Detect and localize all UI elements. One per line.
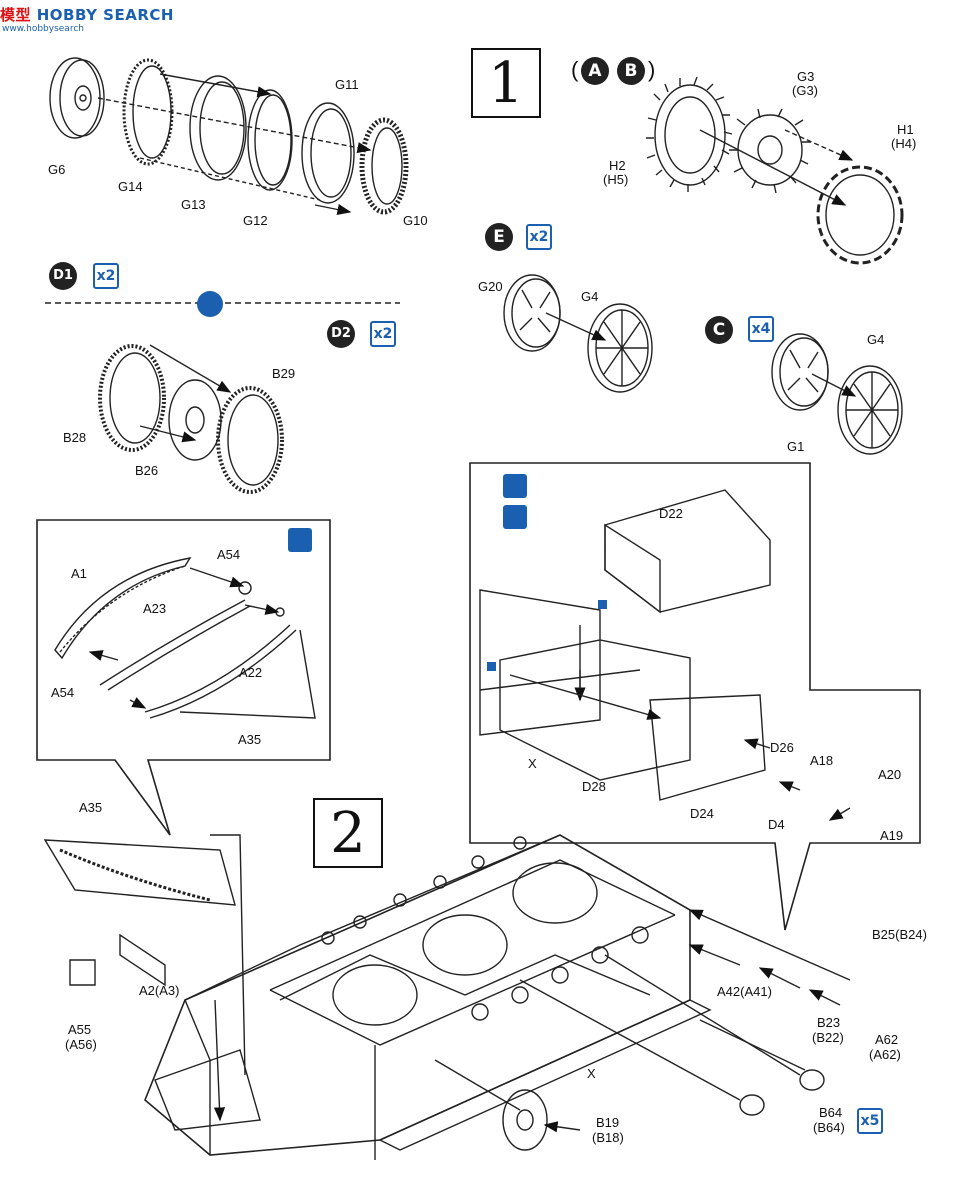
step-number-1: 1 (471, 48, 541, 118)
part-label-g11: G11 (335, 77, 359, 92)
part-label-g13: G13 (181, 197, 206, 212)
part-label-a55: A55 (68, 1022, 92, 1037)
paint-brush-icon (288, 528, 312, 552)
quantity-badge-b64: x5 (857, 1108, 883, 1134)
paren-close: ) (648, 57, 656, 82)
part-label-d4: D4 (768, 817, 785, 832)
part-label-a1: A1 (71, 566, 87, 581)
paint-marker-1 (598, 600, 607, 609)
part-label-d22: D22 (659, 506, 683, 521)
variant-b-badge: B (617, 57, 645, 85)
part-label-a22: A22 (239, 665, 263, 680)
part-label-a42-a41: A42(A41) (717, 984, 772, 999)
part-label-b22-alt: (B22) (812, 1030, 844, 1045)
part-label-b19: B19 (596, 1115, 620, 1130)
quantity-badge-d1: x2 (93, 263, 119, 289)
hull-side-inset (469, 462, 921, 931)
part-label-a62-alt: (A62) (869, 1047, 901, 1062)
quantity-badge-c: x4 (748, 316, 774, 342)
part-label-b26: B26 (135, 463, 159, 478)
part-label-g4-e: G4 (581, 289, 599, 304)
part-label-x-hull: X (587, 1066, 596, 1081)
paren-open: ( (571, 57, 579, 82)
part-label-b23: B23 (817, 1015, 841, 1030)
part-label-a2-a3: A2(A3) (139, 983, 180, 998)
part-label-g1: G1 (787, 439, 805, 454)
variant-e-badge: E (485, 223, 513, 251)
part-label-d24: D24 (690, 806, 714, 821)
road-wheel-exploded-drawing (49, 57, 409, 216)
part-label-g20: G20 (478, 279, 503, 294)
part-label-a19: A19 (880, 828, 904, 843)
paint-marker-2 (487, 662, 496, 671)
watermark-url: www.hobbysearch (2, 24, 84, 34)
part-label-a56-alt: (A56) (65, 1037, 97, 1052)
leaf-spring-inset (36, 519, 331, 836)
front-wheel-drawing (98, 344, 284, 494)
variant-c-wheel-drawing (771, 333, 903, 455)
part-label-b25-b24: B25(B24) (872, 927, 927, 942)
part-label-b64: B64 (819, 1105, 843, 1120)
watermark-logo: 模型 HOBBY SEARCH (0, 4, 174, 25)
variant-d1-badge: D1 (49, 262, 77, 290)
part-label-x-inset: X (528, 756, 537, 771)
variant-a-badge: A (581, 57, 609, 85)
paint-brush-icon-2 (503, 474, 527, 498)
part-label-d26: D26 (770, 740, 794, 755)
part-label-g10: G10 (403, 213, 428, 228)
part-label-h2: H2 (609, 158, 626, 173)
part-label-a35-inset: A35 (238, 732, 262, 747)
part-label-b28: B28 (63, 430, 87, 445)
watermark-brand-b: HOBBY SEARCH (31, 6, 174, 24)
part-label-g14: G14 (118, 179, 143, 194)
variant-c-badge: C (705, 316, 733, 344)
part-label-b64-alt: (B64) (813, 1120, 845, 1135)
part-label-g6: G6 (48, 162, 66, 177)
part-label-a18: A18 (810, 753, 834, 768)
part-label-d28: D28 (582, 779, 606, 794)
part-label-a23: A23 (143, 601, 167, 616)
drive-sprocket-drawing (646, 76, 904, 265)
step-number-2: 2 (313, 798, 383, 868)
flip-icon (197, 291, 223, 317)
part-label-b18-alt: (B18) (592, 1130, 624, 1145)
quantity-badge-e: x2 (526, 224, 552, 250)
variant-e-wheel-drawing (503, 274, 653, 393)
part-label-a54-bottom: A54 (51, 685, 75, 700)
part-label-h5-alt: (H5) (603, 172, 629, 187)
watermark-brand-a: 模型 (0, 6, 32, 24)
part-label-g3-alt: (G3) (792, 83, 818, 98)
paint-stripes-icon (503, 505, 527, 529)
part-label-a54-top: A54 (217, 547, 241, 562)
quantity-badge-d2: x2 (370, 321, 396, 347)
main-hull-drawing (43, 834, 851, 1160)
part-label-g12: G12 (243, 213, 268, 228)
part-label-g3: G3 (797, 69, 815, 84)
part-label-h1: H1 (897, 122, 914, 137)
variant-d2-badge: D2 (327, 320, 355, 348)
part-label-b29: B29 (272, 366, 296, 381)
part-label-a35: A35 (79, 800, 103, 815)
part-label-g4-c: G4 (867, 332, 885, 347)
part-label-a62: A62 (875, 1032, 899, 1047)
part-label-a20: A20 (878, 767, 902, 782)
part-label-h4-alt: (H4) (891, 136, 917, 151)
